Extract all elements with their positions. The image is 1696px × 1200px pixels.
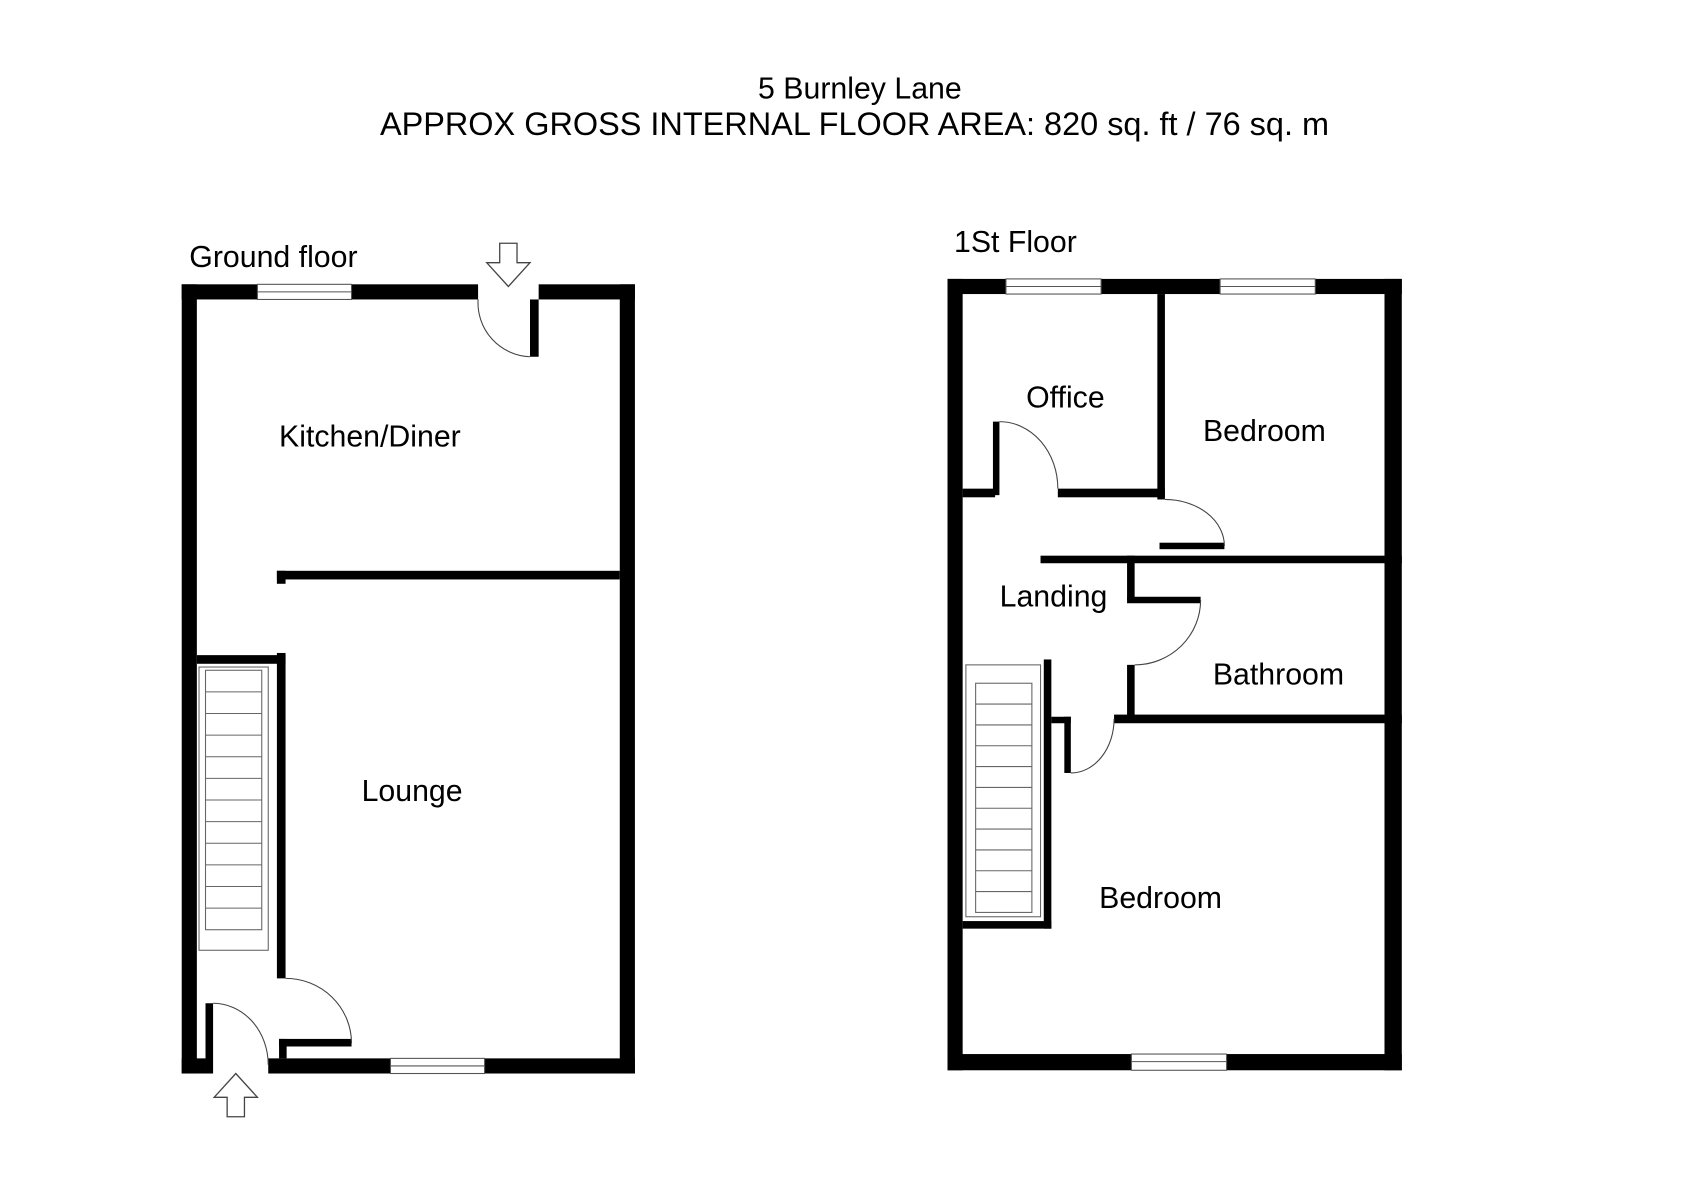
door-swing bbox=[213, 1002, 269, 1065]
door-swing bbox=[285, 977, 353, 1044]
room-label-bathroom: Bathroom bbox=[1213, 658, 1344, 691]
room-label-kitchen-diner: Kitchen/Diner bbox=[279, 420, 461, 453]
room-label-bedroom-2: Bedroom bbox=[1099, 882, 1222, 915]
door-swing bbox=[1164, 498, 1225, 546]
room-label-lounge: Lounge bbox=[362, 775, 463, 808]
first-floor-label: 1St Floor bbox=[954, 226, 1077, 259]
first-floor-plan: 1St Floor Office Bedr bbox=[947, 226, 1402, 1071]
door-swing bbox=[1070, 718, 1115, 774]
door-swing bbox=[1134, 599, 1202, 666]
door-swing bbox=[477, 299, 531, 358]
ground-floor-plan: Ground floor Kitchen/Diner Lounge bbox=[181, 241, 635, 1118]
staircase bbox=[965, 664, 1042, 918]
room-label-office: Office bbox=[1026, 382, 1105, 415]
room-label-bedroom-1: Bedroom bbox=[1203, 415, 1326, 448]
room-label-landing: Landing bbox=[1000, 580, 1108, 613]
property-address: 5 Burnley Lane bbox=[758, 72, 962, 105]
entrance-arrow-icon bbox=[212, 1072, 259, 1118]
staircase bbox=[198, 666, 269, 951]
entrance-arrow-icon bbox=[485, 242, 532, 288]
ground-floor-label: Ground floor bbox=[189, 241, 357, 274]
floor-area: APPROX GROSS INTERNAL FLOOR AREA: 820 sq… bbox=[380, 106, 1329, 142]
door-swing bbox=[999, 421, 1059, 489]
